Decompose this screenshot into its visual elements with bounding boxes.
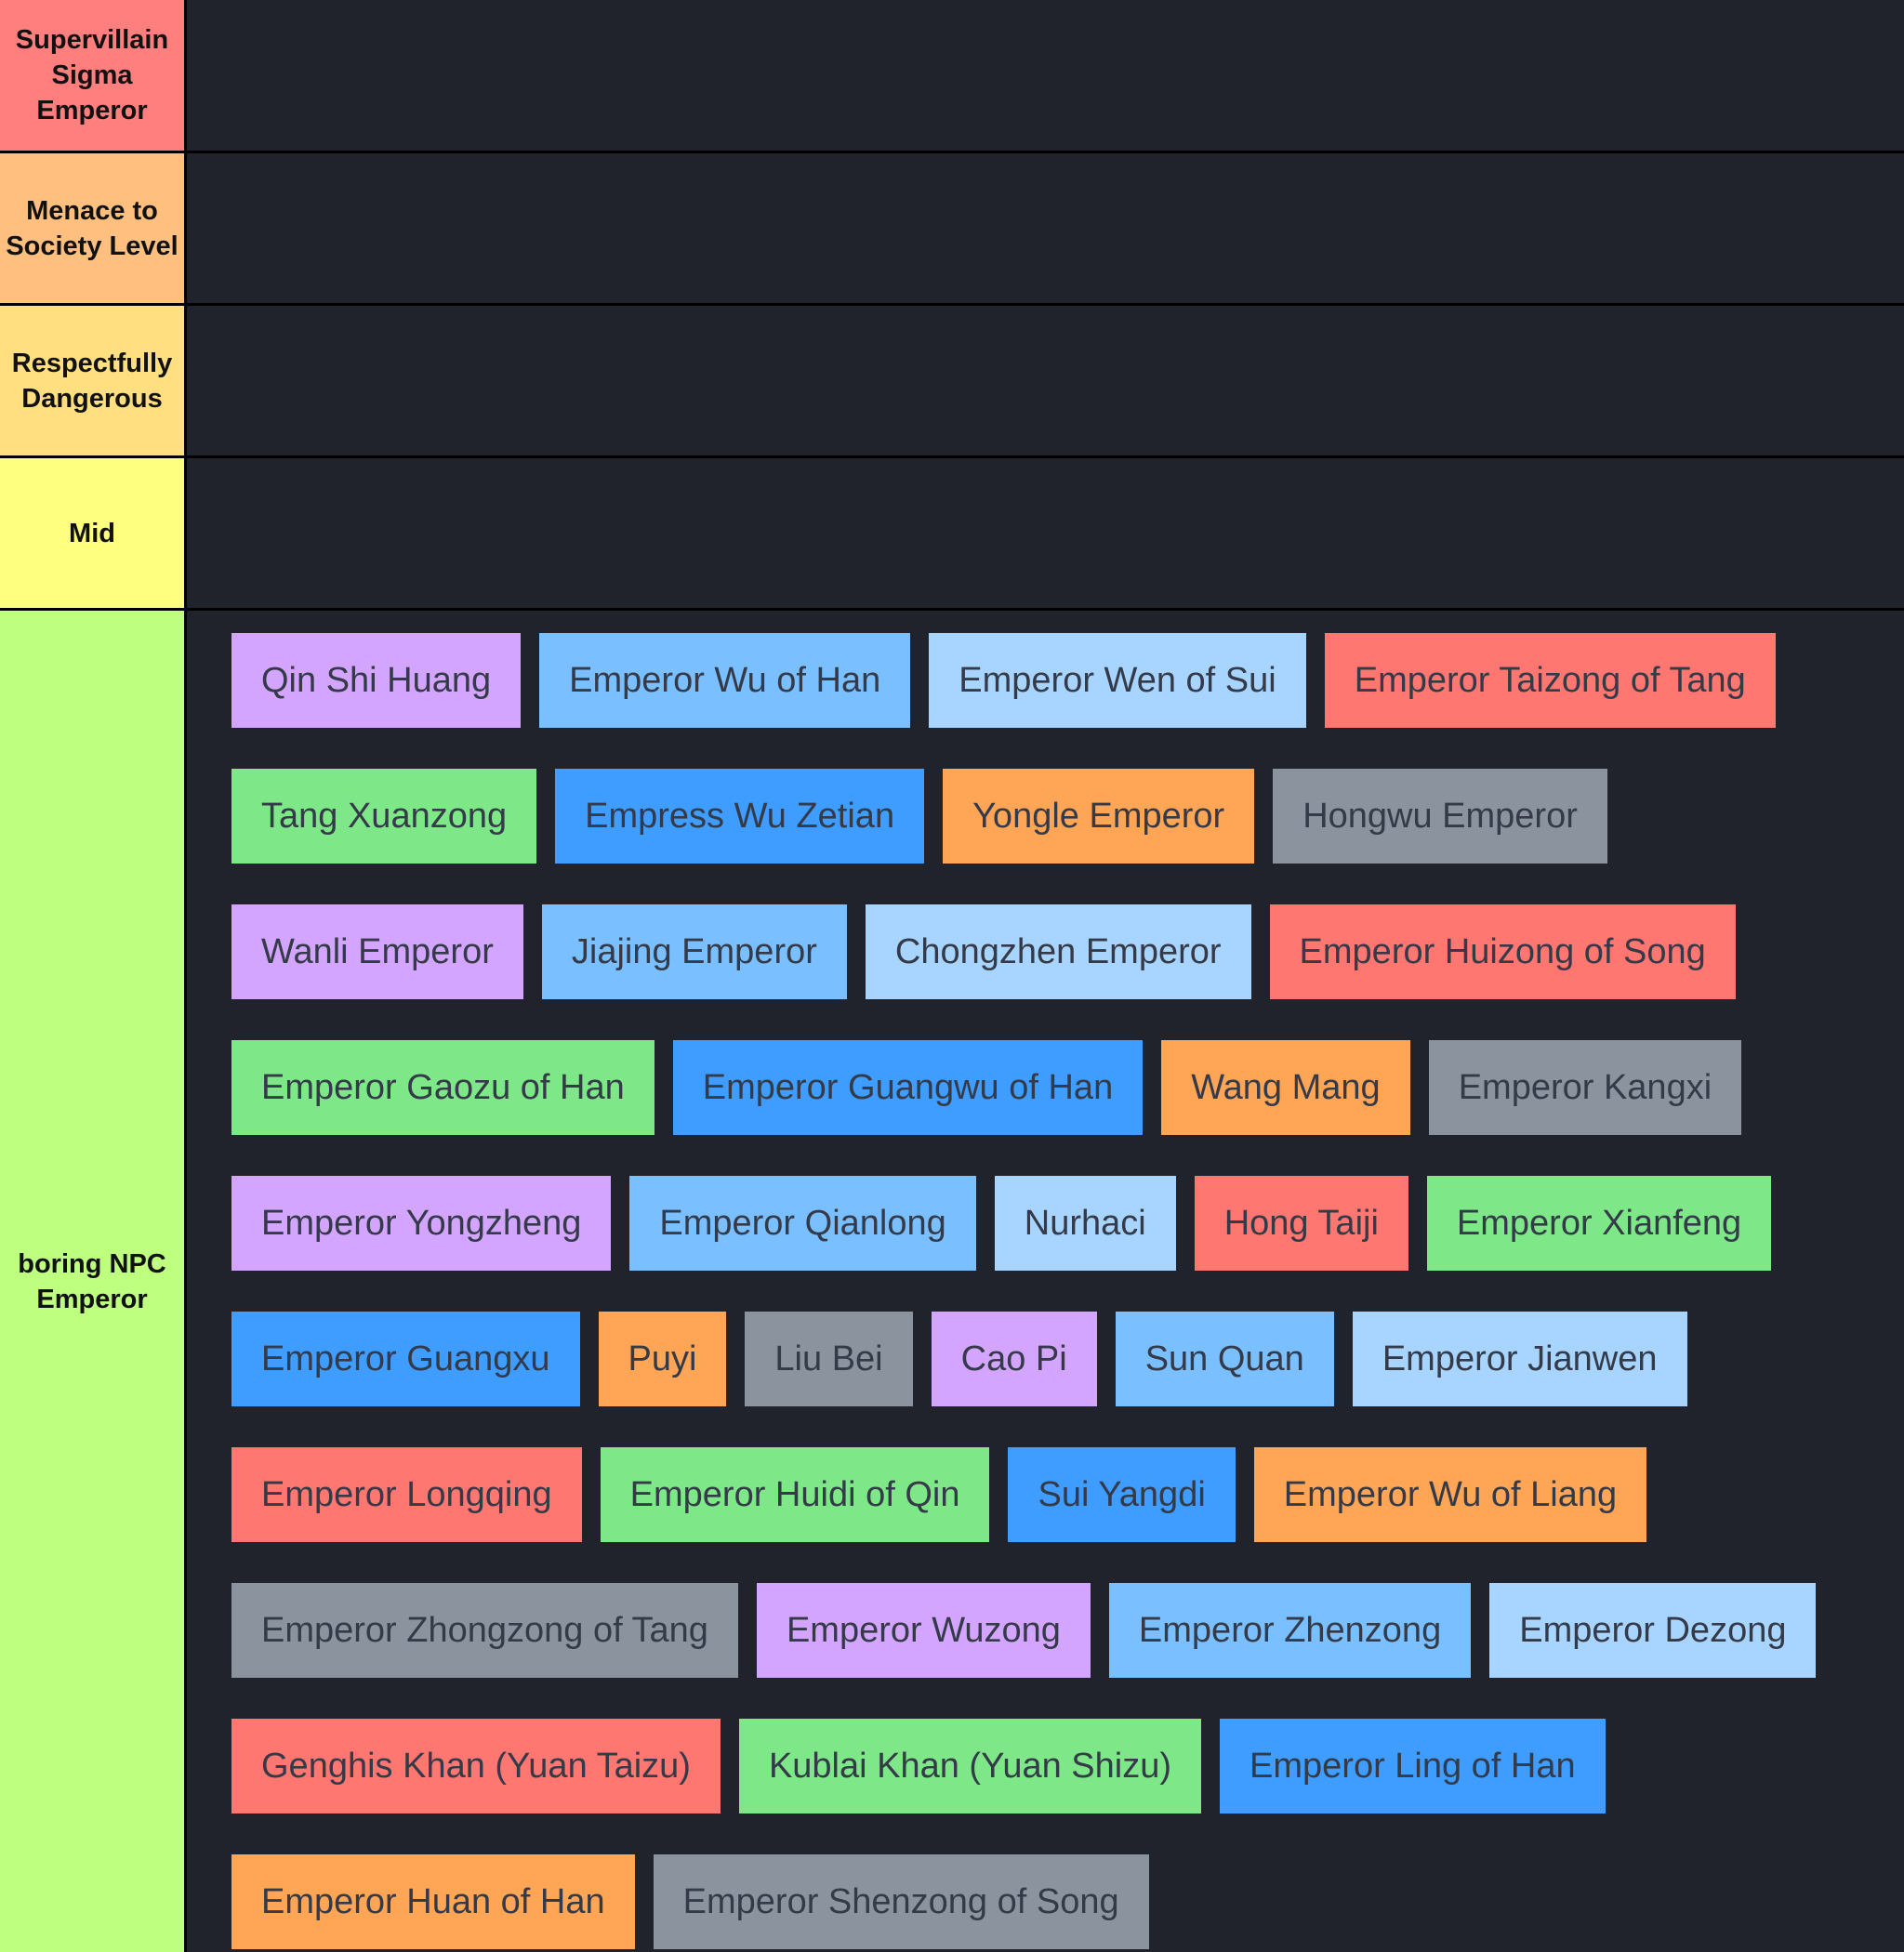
tier-dropzone[interactable] (187, 153, 1904, 303)
tier-item-chip[interactable]: Puyi (598, 1312, 727, 1406)
tier-item-chip[interactable]: Sui Yangdi (1008, 1447, 1236, 1542)
tier-item-chip[interactable]: Nurhaci (994, 1176, 1176, 1271)
tier-item-chip[interactable]: Chongzhen Emperor (865, 904, 1251, 999)
tier-item-chip[interactable]: Emperor Kangxi (1428, 1040, 1742, 1135)
tier-item-chip[interactable]: Emperor Longqing (231, 1447, 582, 1542)
tier-dropzone[interactable] (187, 458, 1904, 608)
tier-item-chip[interactable]: Emperor Wuzong (756, 1583, 1091, 1678)
tier-item-chip[interactable]: Qin Shi Huang (231, 633, 522, 728)
tier-item-chip[interactable]: Emperor Gaozu of Han (231, 1040, 654, 1135)
tier-item-chip[interactable]: Wang Mang (1161, 1040, 1410, 1135)
tier-item-chip[interactable]: Jiajing Emperor (541, 904, 847, 999)
tier-item-chip[interactable]: Emperor Xianfeng (1426, 1176, 1772, 1271)
tier-item-chip[interactable]: Tang Xuanzong (231, 769, 537, 864)
tier-item-chip[interactable]: Wanli Emperor (231, 904, 523, 999)
tier-row-respectfully-dangerous: Respectfully Dangerous (0, 306, 1904, 455)
tier-label[interactable]: Supervillain Sigma Emperor (0, 0, 184, 151)
tier-item-chip[interactable]: Emperor Huizong of Song (1269, 904, 1736, 999)
tier-item-chip[interactable]: Cao Pi (931, 1312, 1097, 1406)
tier-item-chip[interactable]: Emperor Taizong of Tang (1324, 633, 1776, 728)
tier-item-chip[interactable]: Yongle Emperor (943, 769, 1255, 864)
tier-label[interactable]: boring NPC Emperor (0, 611, 184, 1952)
tier-item-chip[interactable]: Emperor Zhongzong of Tang (231, 1583, 738, 1678)
tier-row-mid: Mid (0, 458, 1904, 608)
tier-item-chip[interactable]: Emperor Wu of Liang (1253, 1447, 1647, 1542)
tier-label[interactable]: Mid (0, 458, 184, 608)
tier-item-chip[interactable]: Kublai Khan (Yuan Shizu) (738, 1719, 1202, 1814)
tier-label[interactable]: Menace to Society Level (0, 153, 184, 303)
tier-item-chip[interactable]: Hong Taiji (1194, 1176, 1408, 1271)
tier-item-chip[interactable]: Empress Wu Zetian (555, 769, 925, 864)
tier-item-chip[interactable]: Emperor Zhenzong (1108, 1583, 1472, 1678)
tier-item-chip[interactable]: Emperor Ling of Han (1220, 1719, 1606, 1814)
tier-item-chip[interactable]: Emperor Huidi of Qin (600, 1447, 990, 1542)
tier-item-chip[interactable]: Emperor Qianlong (629, 1176, 976, 1271)
tier-label[interactable]: Respectfully Dangerous (0, 306, 184, 455)
tier-dropzone[interactable] (187, 0, 1904, 151)
tier-item-chip[interactable]: Emperor Wen of Sui (929, 633, 1306, 728)
tier-item-chip[interactable]: Emperor Yongzheng (231, 1176, 612, 1271)
tier-row-menace: Menace to Society Level (0, 153, 1904, 303)
tier-item-chip[interactable]: Emperor Guangwu of Han (672, 1040, 1144, 1135)
tier-item-chip[interactable]: Emperor Jianwen (1352, 1312, 1687, 1406)
tier-dropzone[interactable] (187, 306, 1904, 455)
tier-row-supervillain: Supervillain Sigma Emperor (0, 0, 1904, 151)
tier-item-chip[interactable]: Genghis Khan (Yuan Taizu) (231, 1719, 721, 1814)
tier-item-chip[interactable]: Hongwu Emperor (1273, 769, 1607, 864)
tier-item-chip[interactable]: Emperor Guangxu (231, 1312, 580, 1406)
tier-item-chip[interactable]: Sun Quan (1115, 1312, 1334, 1406)
tier-item-chip[interactable]: Emperor Huan of Han (231, 1854, 635, 1949)
tier-item-chip[interactable]: Emperor Dezong (1489, 1583, 1817, 1678)
tier-item-chip[interactable]: Emperor Wu of Han (539, 633, 911, 728)
tier-item-chip[interactable]: Liu Bei (745, 1312, 913, 1406)
tier-item-chip[interactable]: Emperor Shenzong of Song (653, 1854, 1149, 1949)
